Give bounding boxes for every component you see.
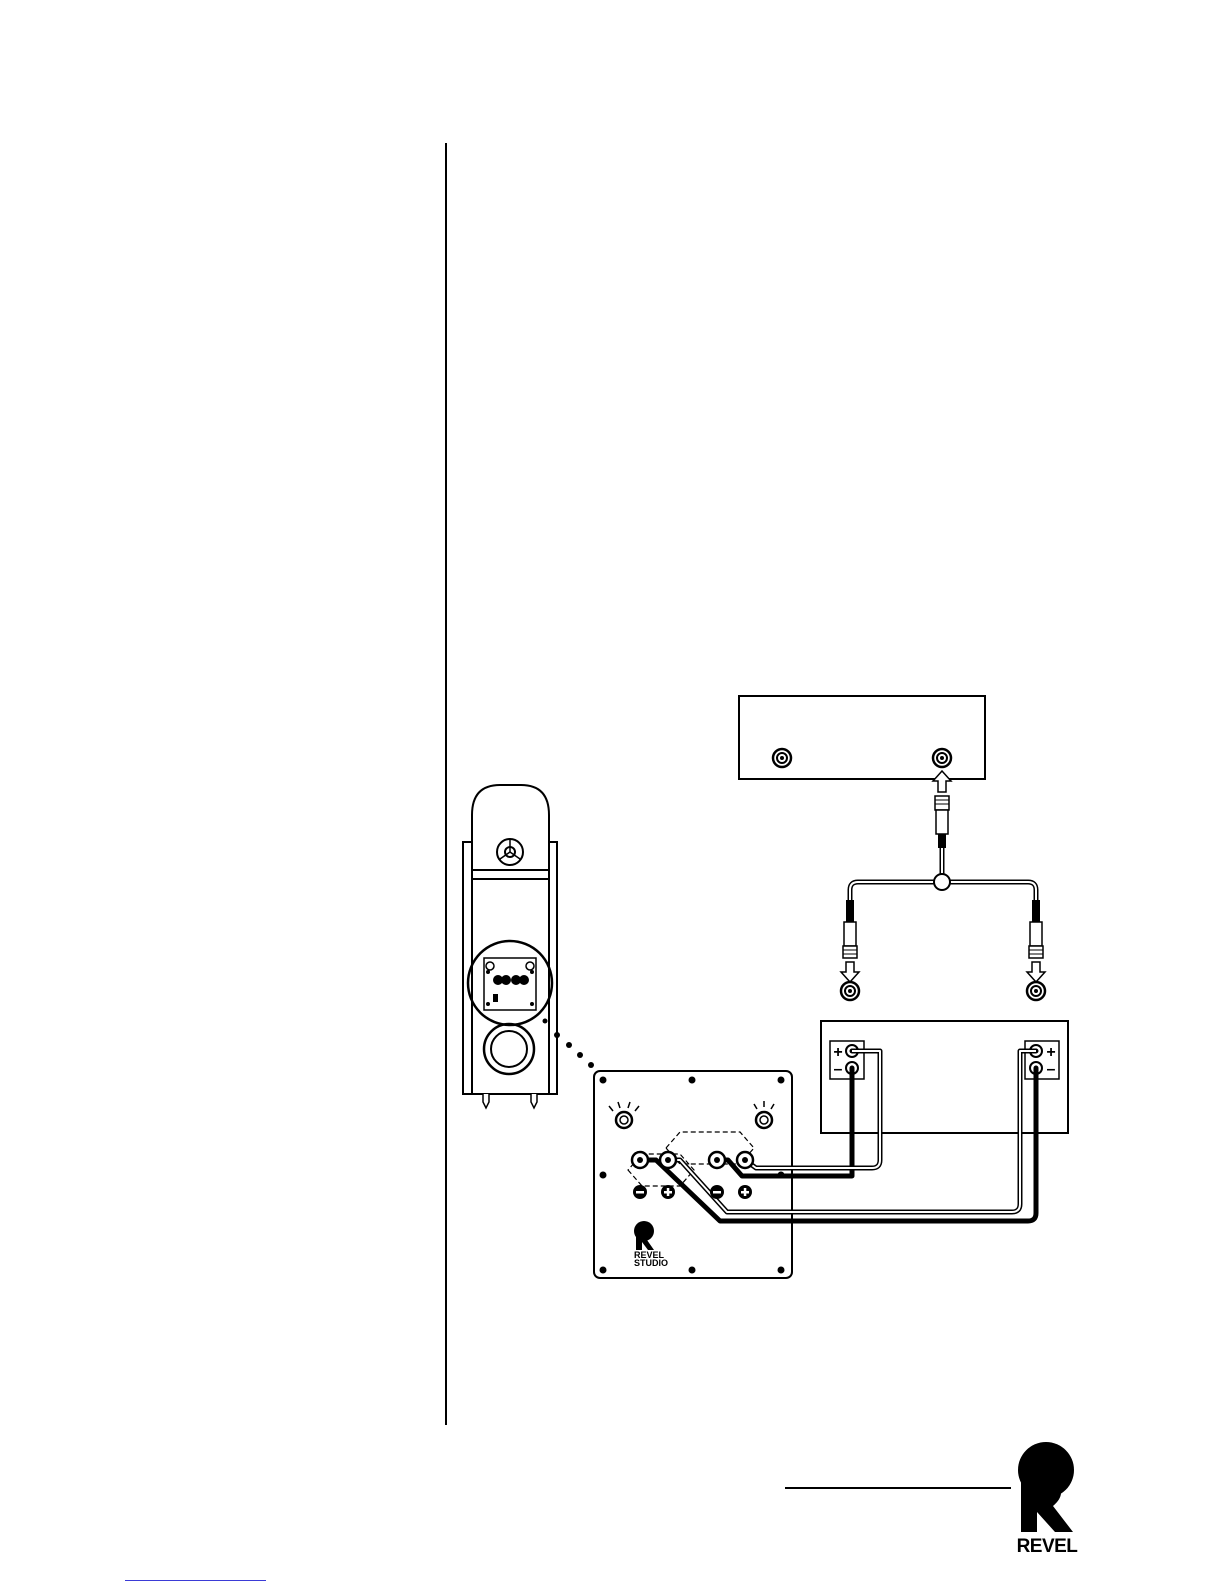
y-cable — [850, 848, 1036, 900]
amp-label-right-plus: + — [1046, 1044, 1055, 1061]
loudspeaker-front-view — [463, 785, 557, 1108]
footer-rule — [785, 1487, 1011, 1489]
mini-terminal-panel — [484, 958, 536, 1010]
amp-label-left-minus: – — [834, 1061, 843, 1078]
amp-label-left-plus: + — [833, 1044, 842, 1061]
amp-rca-input-right — [1027, 982, 1045, 1000]
rca-output-right — [933, 749, 951, 767]
plus-circle-icon — [661, 1185, 675, 1199]
spike-feet — [483, 1094, 537, 1108]
amp-rca-input-left — [841, 982, 859, 1000]
binding-post-high-plus — [737, 1152, 753, 1168]
y-cable-plug-right — [1029, 900, 1043, 958]
binding-post-low-plus — [660, 1152, 676, 1168]
plus-circle-icon — [738, 1185, 752, 1199]
page-link-underline[interactable] — [125, 1580, 266, 1581]
binding-post-low-minus — [632, 1152, 648, 1168]
tweeter-icon — [497, 839, 523, 865]
source-component — [739, 696, 985, 779]
y-cable-plug-left — [843, 900, 857, 958]
y-cable-plug-top — [935, 796, 949, 848]
minus-circle-icon — [633, 1185, 647, 1199]
binding-post-high-minus — [709, 1152, 725, 1168]
arrow-down-icon — [1027, 962, 1045, 982]
svg-text:STUDIO: STUDIO — [634, 1258, 668, 1268]
rca-output-left — [773, 749, 791, 767]
stereo-amplifier: + – + – — [821, 1021, 1068, 1133]
arrow-down-icon — [841, 962, 859, 982]
revel-wordmark: REVEL — [1014, 1536, 1080, 1558]
amp-label-right-minus: – — [1047, 1061, 1056, 1078]
woofer-icon — [484, 1024, 534, 1074]
minus-circle-icon — [710, 1185, 724, 1199]
